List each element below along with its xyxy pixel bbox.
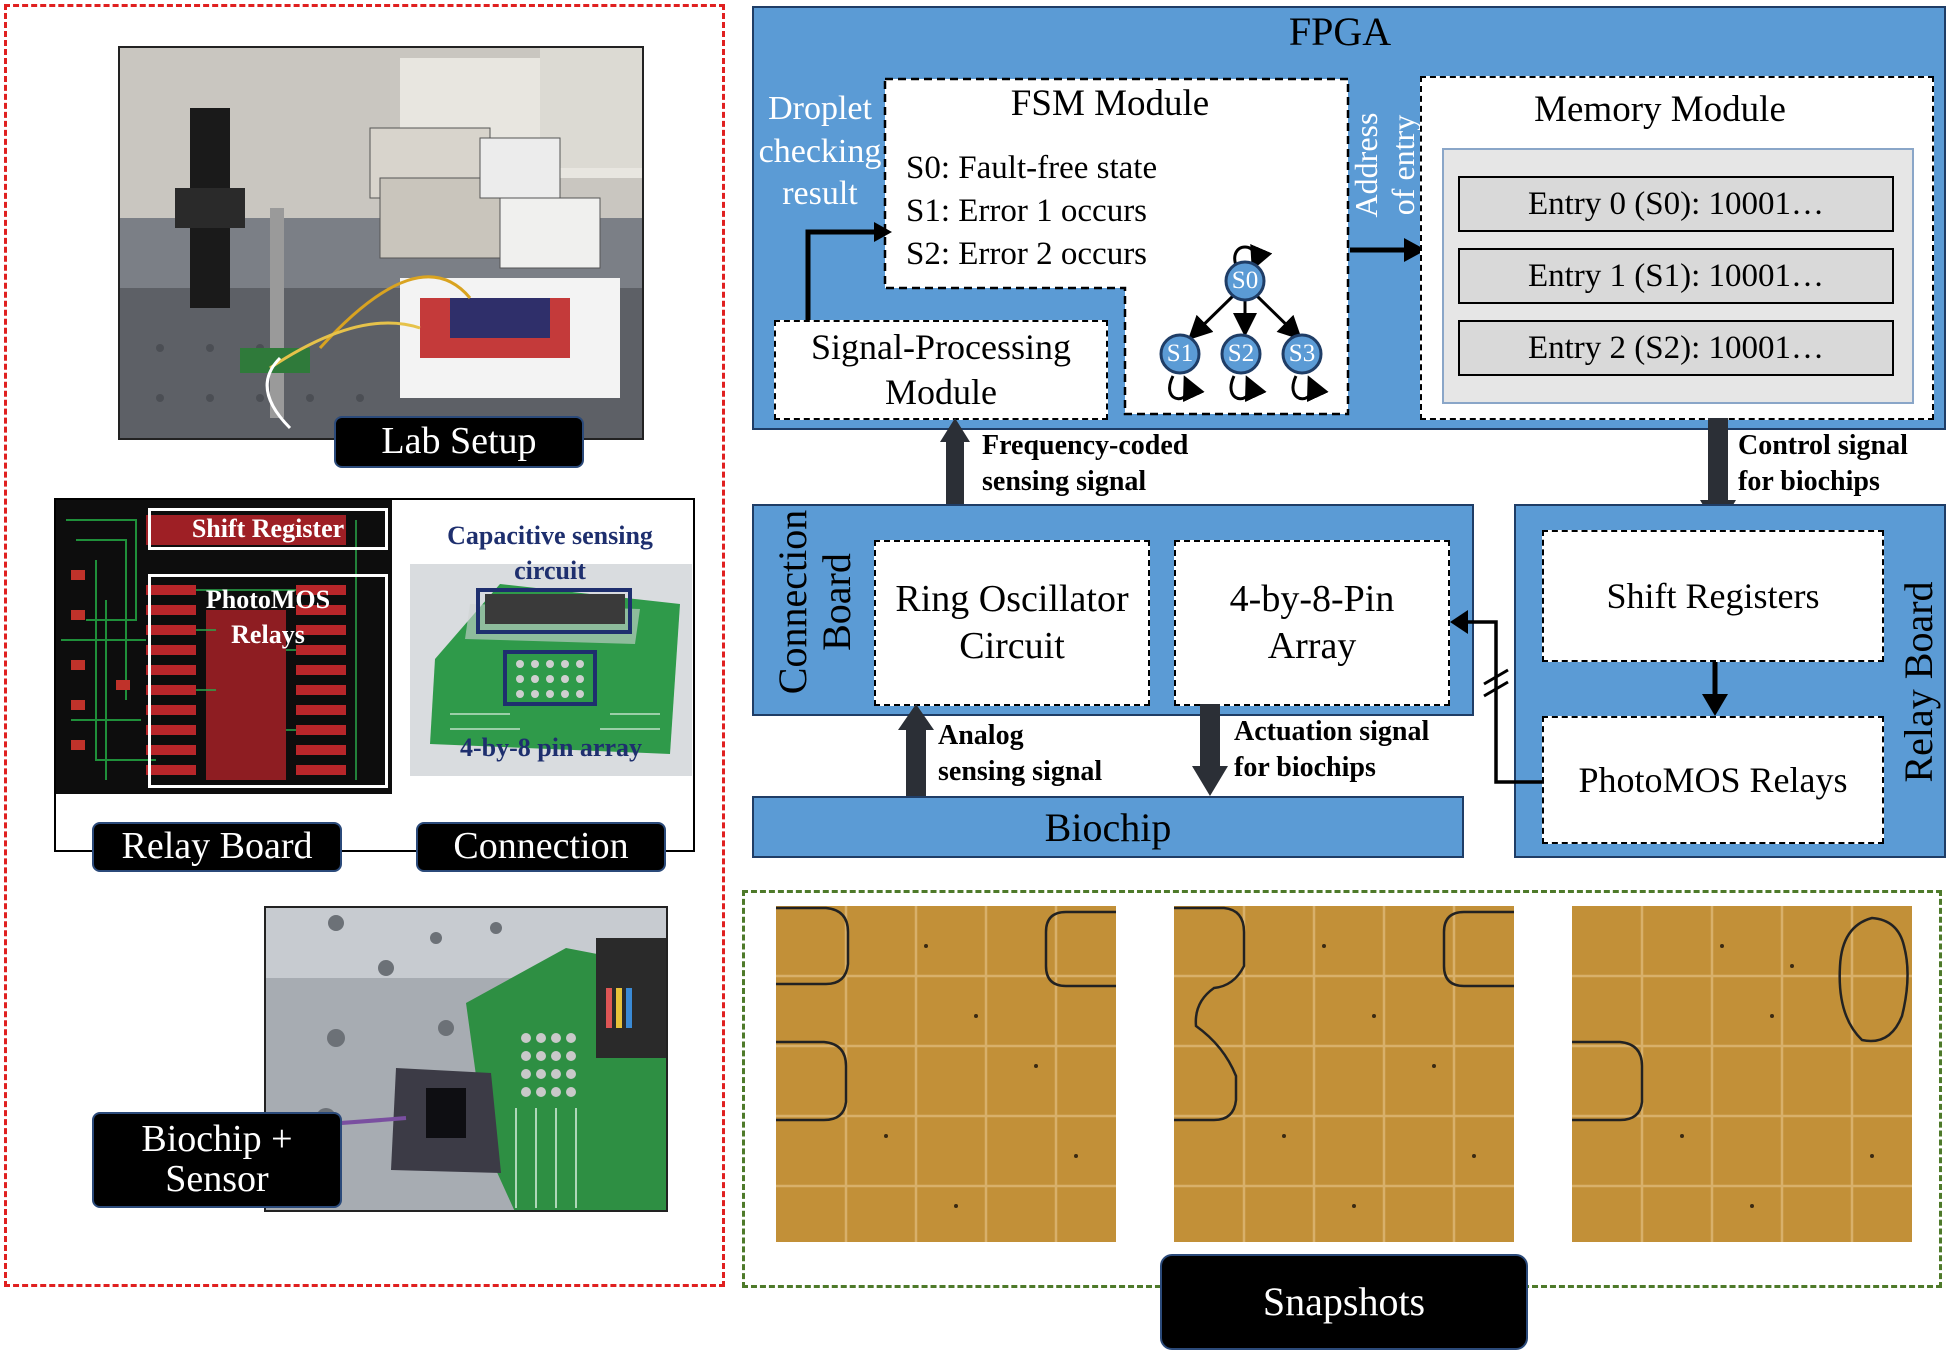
fsm-module-outline: [883, 77, 1350, 416]
analog-sensing-arrow: [898, 704, 934, 796]
connection-board-title: Connection Board: [770, 509, 859, 695]
photomos-relays-block: PhotoMOS Relays: [1542, 716, 1884, 844]
memory-entry-1: Entry 1 (S1): 10001…: [1458, 248, 1894, 304]
fsm-state-2: S2: Error 2 occurs: [906, 236, 1148, 272]
fsm-state-diagram: [1159, 243, 1329, 403]
fsm-node-s1: S1: [1166, 340, 1194, 367]
fsm-node-s2: S2: [1227, 340, 1255, 367]
snapshot-1: [776, 906, 1116, 1242]
pin-array-block: 4-by-8-Pin Array: [1174, 540, 1450, 706]
sp-to-fsm-arrow: [805, 222, 892, 320]
biochip-block: Biochip: [752, 796, 1464, 858]
actuation-signal-arrow: [1192, 704, 1228, 796]
fsm-node-s3: S3: [1288, 340, 1316, 367]
droplet-checking-label: Droplet checking result: [758, 90, 882, 212]
shift-to-relays-arrow: [1702, 662, 1728, 716]
fsm-state-0: S0: Fault-free state: [906, 150, 1158, 186]
signal-processing-module: Signal-Processing Module: [774, 320, 1108, 420]
shift-registers-block: Shift Registers: [1542, 530, 1884, 662]
analog-sensing-label: Analog sensing signal: [938, 720, 1103, 788]
snapshot-3: [1572, 906, 1912, 1242]
photomos-relays-highlight: [148, 574, 388, 788]
biochip-sensor-photo: [264, 906, 668, 1212]
pin-array-pcb-label: 4-by-8 pin array: [460, 733, 642, 762]
frequency-coded-label: Frequency-coded sensing signal: [982, 430, 1189, 498]
actuation-signal-label: Actuation signal for biochips: [1234, 716, 1430, 784]
ring-oscillator-circuit: Ring Oscillator Circuit: [874, 540, 1150, 706]
capacitive-sensing-label: Capacitive sensing circuit: [447, 521, 653, 586]
lab-setup-photo: [118, 46, 644, 440]
snapshots-label: Snapshots: [1160, 1254, 1528, 1350]
left-panel-frame: [4, 4, 725, 1287]
relay-board-title: Relay Board: [1895, 581, 1941, 783]
photomos-relays-pcb-label: PhotoMOS Relays: [205, 585, 331, 650]
fsm-module-title: FSM Module: [1010, 82, 1210, 124]
relay-board-label: Relay Board: [92, 822, 342, 872]
connection-label: Connection: [416, 822, 666, 872]
lab-setup-label: Lab Setup: [334, 416, 584, 468]
fsm-node-s0: S0: [1231, 267, 1259, 294]
fsm-state-1: S1: Error 1 occurs: [906, 193, 1148, 229]
control-signal-label: Control signal for biochips: [1738, 430, 1908, 498]
connection-board-photo: [410, 564, 692, 776]
shift-register-highlight: [148, 508, 388, 550]
memory-entry-0: Entry 0 (S0): 10001…: [1458, 176, 1894, 232]
shift-register-pcb-label: Shift Register: [191, 514, 345, 543]
memory-entry-2: Entry 2 (S2): 10001…: [1458, 320, 1894, 376]
address-of-entry-label: Address of entry: [1348, 112, 1421, 218]
relay-to-pin-array-bus: [1450, 610, 1544, 784]
fpga-title: FPGA: [1288, 8, 1392, 54]
memory-module-title: Memory Module: [1534, 88, 1786, 130]
snapshot-2: [1174, 906, 1514, 1242]
fsm-to-memory-arrow: [1350, 238, 1426, 262]
biochip-sensor-label: Biochip + Sensor: [92, 1112, 342, 1208]
